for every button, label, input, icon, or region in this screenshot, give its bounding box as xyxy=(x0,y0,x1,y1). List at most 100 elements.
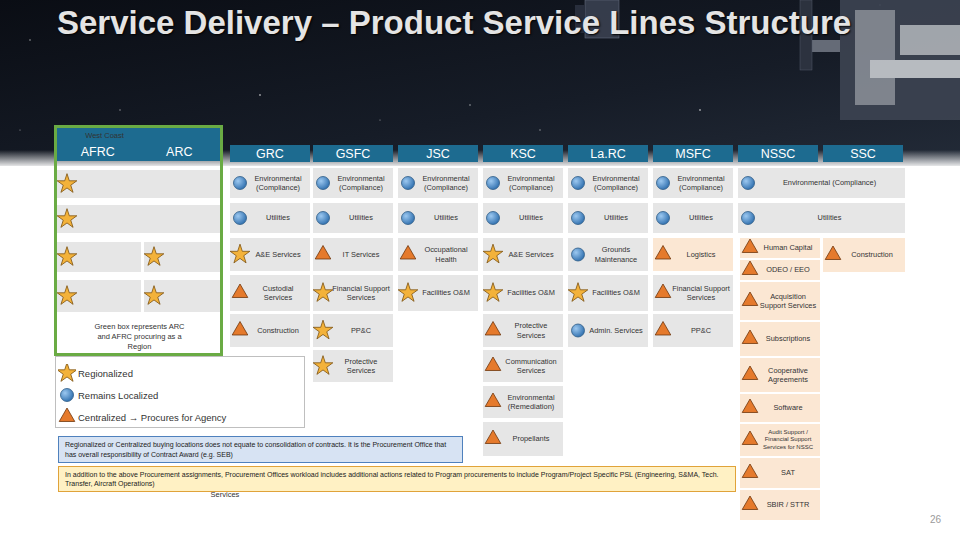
service-name: Grounds Maintenance xyxy=(587,245,645,264)
service-cell: Facilities O&M xyxy=(398,275,478,311)
status-icon xyxy=(740,458,820,488)
service-cell: Software xyxy=(740,394,820,422)
service-name: Software xyxy=(773,403,802,412)
localized-circle xyxy=(742,212,755,225)
status-icon xyxy=(740,394,820,422)
service-cell: Environmental (Compliance) xyxy=(57,170,220,198)
header-text: GSFC xyxy=(336,147,371,161)
regionalized-star xyxy=(144,247,164,266)
service-name: ODEO / EEO xyxy=(766,265,810,274)
service-name: SBIR / STTR xyxy=(767,500,810,509)
region-box: Green box represents ARC and AFRC procur… xyxy=(54,125,223,356)
legend-text: Remains Localized xyxy=(78,390,158,401)
service-cell: Custodial Services xyxy=(230,275,310,311)
centralized-triangle xyxy=(742,464,758,477)
status-icon xyxy=(57,170,220,198)
legend-box: RegionalizedRemains LocalizedCentralized… xyxy=(55,356,305,428)
status-icon xyxy=(653,203,733,233)
service-cell: Acquisition Support Services xyxy=(740,282,820,320)
status-icon xyxy=(568,168,648,198)
service-name: Construction xyxy=(851,250,893,259)
service-cell: Audit Support / Financial Support Servic… xyxy=(740,424,820,456)
localized-circle xyxy=(657,177,670,190)
service-name: Environmental (Compliance) xyxy=(417,174,475,193)
centralized-triangle xyxy=(232,284,248,297)
status-icon xyxy=(144,280,220,312)
service-cell: Cooperative Agreements xyxy=(740,358,820,392)
service-cell: Grounds Maintenance xyxy=(568,238,648,271)
service-name: Protective Services xyxy=(332,357,390,376)
column-header: MSFC xyxy=(653,145,733,162)
localized-circle xyxy=(487,212,500,225)
service-cell: Construction xyxy=(823,238,905,272)
note-box: In addition to the above Procurement ass… xyxy=(58,466,736,492)
status-icon xyxy=(568,238,648,271)
centralized-triangle xyxy=(655,284,671,297)
status-icon xyxy=(57,242,141,272)
centralized-triangle xyxy=(485,357,501,370)
service-name: Environmental (Compliance) xyxy=(672,174,730,193)
service-cell: Utilities xyxy=(738,203,905,233)
legend-text: Centralized → Procures for Agency xyxy=(78,412,226,423)
status-icon xyxy=(653,275,733,311)
localized-circle xyxy=(317,212,330,225)
service-name: Subscriptions xyxy=(766,334,810,343)
status-icon xyxy=(738,203,905,233)
status-icon xyxy=(568,314,648,347)
header-text: AFRC xyxy=(57,145,139,159)
service-cell: Utilities xyxy=(313,203,393,233)
header-text: MSFC xyxy=(675,147,710,161)
regionalized-star xyxy=(58,364,76,381)
service-name: Utilities xyxy=(349,213,373,222)
centralized-triangle xyxy=(485,393,501,406)
regionalized-star xyxy=(57,286,77,305)
centralized-triangle xyxy=(655,322,671,335)
service-cell: Utilities xyxy=(398,203,478,233)
service-cell: IT Services xyxy=(313,238,393,271)
header-text: La.RC xyxy=(590,147,625,161)
service-cell: Environmental (Compliance) xyxy=(483,168,563,198)
status-icon xyxy=(740,260,820,280)
service-name: Financial Support Services xyxy=(672,284,730,303)
localized-circle xyxy=(572,248,585,261)
slide-title: Service Delivery – Product Service Lines… xyxy=(57,0,867,46)
status-icon xyxy=(740,358,820,392)
status-icon xyxy=(483,314,563,347)
column-header: NSSC xyxy=(738,145,818,162)
service-name: Propellants xyxy=(513,434,550,443)
status-icon xyxy=(144,242,220,272)
status-icon xyxy=(823,238,905,272)
header-text: ARC xyxy=(139,145,221,159)
note-text: Regionalized or Centralized buying locat… xyxy=(65,440,456,458)
status-icon xyxy=(740,282,820,320)
service-name: Utilities xyxy=(604,213,628,222)
service-cell: Utilities xyxy=(653,203,733,233)
localized-circle xyxy=(234,177,247,190)
header-text: GRC xyxy=(256,147,284,161)
localized-circle xyxy=(402,177,415,190)
regionalized-star xyxy=(568,283,588,302)
service-cell: Admin. Services xyxy=(568,314,648,347)
regionalized-star xyxy=(483,283,503,302)
service-cell: SBIR / STTR xyxy=(740,490,820,520)
service-cell: Construction xyxy=(230,314,310,347)
centralized-triangle xyxy=(742,239,758,252)
status-icon xyxy=(398,238,478,271)
regionalized-star xyxy=(57,247,77,266)
status-icon xyxy=(230,275,310,311)
service-name: Utilities xyxy=(266,213,290,222)
status-icon xyxy=(313,238,393,271)
service-name: Audit Support / Financial Support Servic… xyxy=(759,429,817,452)
regionalized-star xyxy=(313,356,333,375)
service-cell: Utilities xyxy=(230,203,310,233)
service-name: Utilities xyxy=(818,213,842,222)
service-name: Utilities xyxy=(689,213,713,222)
service-name: Environmental (Remediation) xyxy=(502,393,560,412)
localized-circle xyxy=(402,212,415,225)
service-cell: Protective Services xyxy=(483,314,563,347)
service-cell: Human Capital xyxy=(740,238,820,258)
centralized-triangle xyxy=(400,246,416,259)
centralized-triangle xyxy=(742,399,758,412)
service-cell: Environmental (Compliance) xyxy=(653,168,733,198)
